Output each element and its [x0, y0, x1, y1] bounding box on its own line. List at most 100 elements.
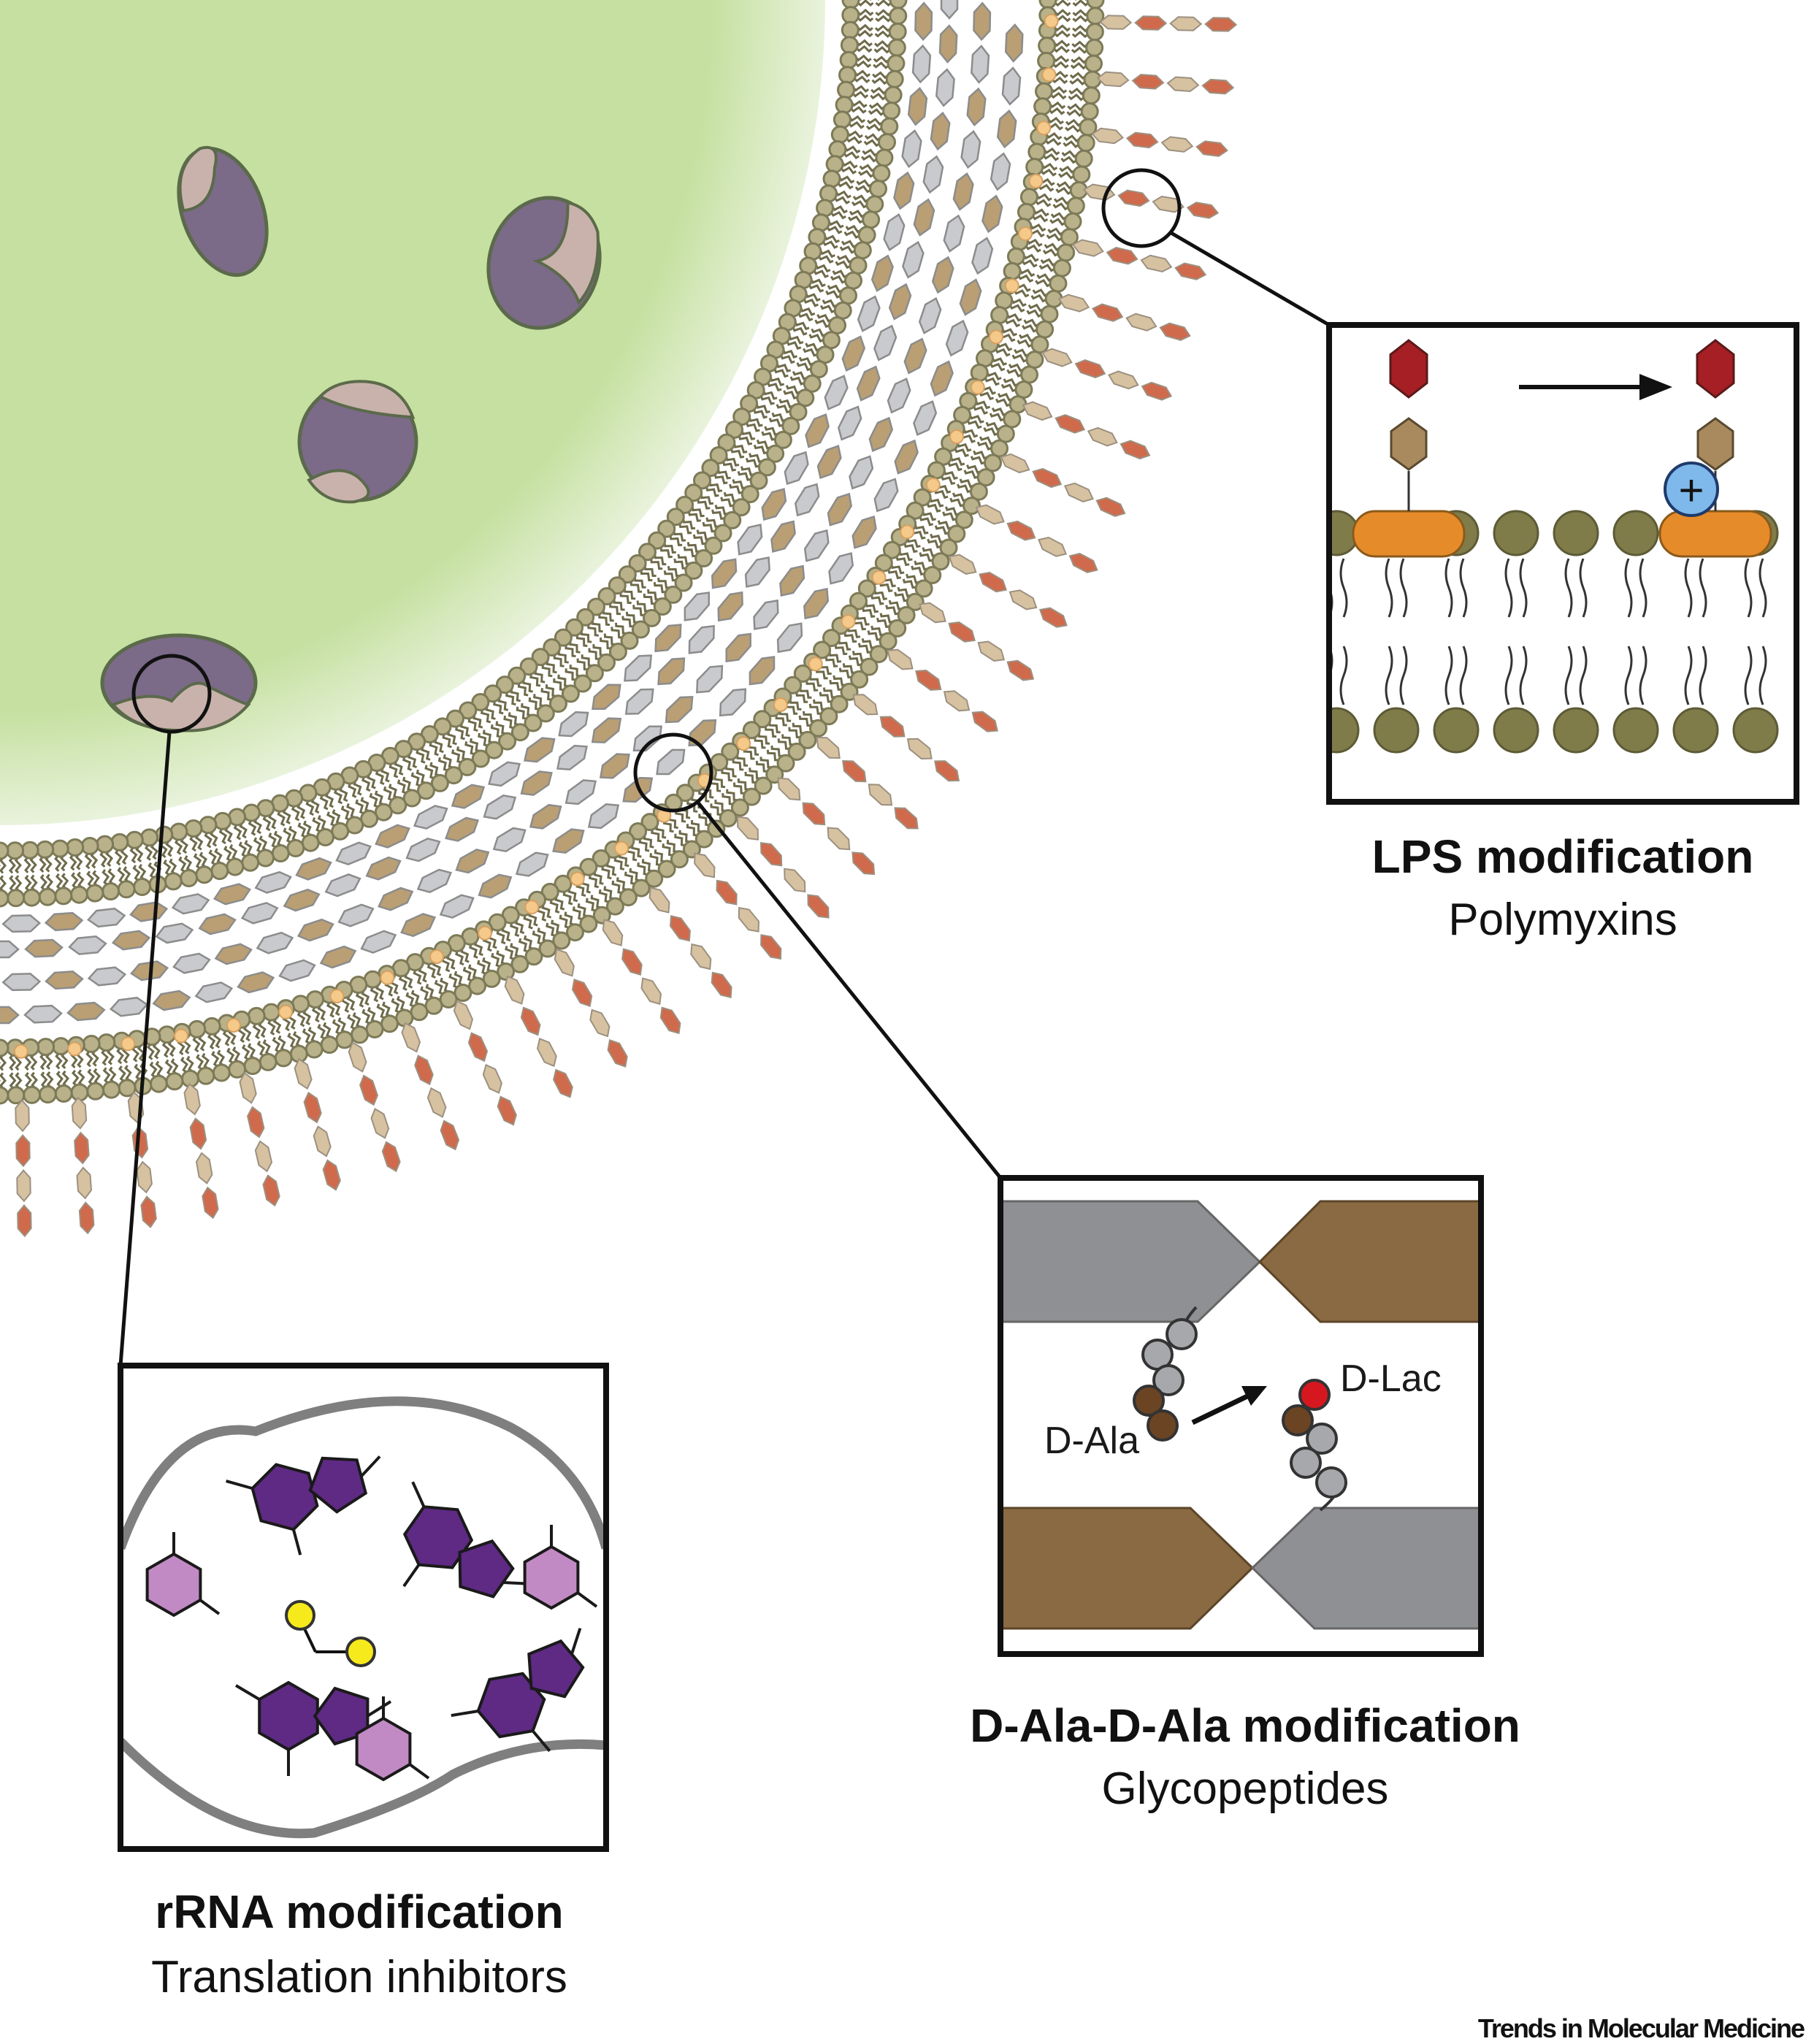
- glycan-unit: [599, 753, 630, 779]
- glycan-unit: [1004, 23, 1024, 63]
- glycan-unit: [213, 883, 252, 906]
- glycan-unit: [776, 622, 803, 654]
- pyrimidine-base: [523, 1525, 598, 1610]
- inner-membrane-lipid: [811, 213, 876, 245]
- positive-charge: [1664, 462, 1719, 517]
- inner-membrane-lipid: [618, 565, 672, 616]
- arrow-head-icon: [1639, 374, 1672, 400]
- glycan-unit: [945, 319, 969, 357]
- glycan-unit: [254, 870, 292, 894]
- glycan-unit: [930, 111, 951, 151]
- glycan-unit: [324, 873, 361, 897]
- purine-base: [451, 1628, 585, 1753]
- glycan-unit: [587, 803, 620, 830]
- inner-membrane-lipid: [242, 803, 275, 868]
- glycan-unit: [455, 849, 490, 874]
- outer-membrane-lipid: [941, 434, 1002, 472]
- lps-chain: [989, 329, 1173, 401]
- glycan-unit: [172, 952, 211, 974]
- glycan-unit: [1001, 66, 1022, 106]
- inner-membrane-lipid: [519, 657, 567, 713]
- inner-membrane-lipid: [326, 772, 364, 835]
- inner-membrane-lipid: [483, 684, 529, 742]
- d-lac-residue: [1298, 1379, 1331, 1411]
- glycan-unit: [828, 552, 854, 585]
- inner-membrane-lipid: [80, 837, 104, 903]
- glycan-unit: [556, 744, 588, 770]
- glycan-unit: [337, 903, 375, 927]
- outer-membrane-lipid: [629, 822, 676, 879]
- inner-membrane-lipid: [759, 354, 822, 393]
- inner-membrane-lipid: [693, 471, 751, 517]
- inner-membrane-lipid: [213, 811, 245, 876]
- inner-membrane-lipid: [471, 693, 517, 751]
- glycan-unit: [591, 717, 622, 743]
- inner-membrane-lipid: [420, 725, 463, 785]
- inner-membrane-lipid: [228, 808, 260, 872]
- lps-chain: [478, 925, 573, 1098]
- stem-peptide-residue: [1315, 1466, 1347, 1498]
- d-ala-label: D-Ala: [1044, 1420, 1139, 1462]
- stem-peptide-residue: [1290, 1447, 1322, 1479]
- rrna-panel-title: rRNA modification: [155, 1886, 563, 1938]
- inner-membrane-lipid: [676, 495, 732, 543]
- glycan-unit: [894, 439, 919, 475]
- outer-membrane-lipid: [784, 675, 838, 726]
- glycan-unit: [365, 856, 402, 881]
- glycan-unit: [913, 198, 935, 237]
- glycan-unit: [1, 973, 42, 992]
- glycan-unit: [654, 624, 682, 653]
- glycan-unit: [111, 930, 151, 951]
- glycan-unit: [873, 324, 898, 361]
- outer-membrane-lipid: [882, 540, 942, 584]
- glycan-unit: [918, 296, 942, 334]
- inner-membrane-lipid: [587, 597, 639, 650]
- glycan-unit: [378, 887, 414, 911]
- glycan-unit: [109, 996, 149, 1017]
- glycan-unit: [451, 784, 486, 809]
- glycan-unit: [930, 360, 954, 397]
- inner-membrane-lipid: [648, 531, 703, 580]
- outer-membrane-lipid: [763, 699, 817, 749]
- outer-membrane-lipid: [528, 890, 571, 950]
- glycan-unit: [1, 914, 42, 933]
- outer-membrane-lipid: [874, 554, 933, 598]
- inner-membrane-lipid: [576, 608, 627, 661]
- outer-membrane-lipid: [1003, 261, 1068, 293]
- outer-membrane-lipid: [753, 710, 806, 761]
- glycan-unit: [952, 172, 974, 211]
- glycan-unit: [400, 913, 437, 938]
- glycan-unit: [893, 171, 915, 210]
- glycan-unit: [717, 591, 743, 622]
- inner-membrane-lipid: [841, 20, 907, 41]
- lps-chain: [808, 657, 960, 782]
- glycan-unit: [360, 930, 397, 954]
- lps-chain: [925, 478, 1098, 573]
- glycan-unit: [478, 873, 513, 899]
- inner-membrane-lipid: [565, 618, 616, 672]
- outer-membrane-lipid: [554, 874, 598, 933]
- rrna-panel-subtitle: Translation inhibitors: [151, 1952, 567, 2002]
- lipid-a: [1352, 510, 1466, 558]
- stem-peptide-residue: [1152, 1364, 1185, 1396]
- inner-membrane-lipid: [841, 6, 908, 26]
- inner-membrane-lipid: [822, 169, 887, 199]
- glycan-unit: [903, 337, 927, 375]
- glycan-unit: [405, 837, 441, 862]
- inner-membrane-lipid: [608, 576, 661, 627]
- positive-charge-symbol: +: [1678, 466, 1704, 515]
- glycan-unit: [439, 894, 475, 919]
- glycan-unit: [492, 827, 527, 853]
- inner-membrane-lipid: [531, 648, 580, 703]
- arrow-line: [1191, 1393, 1249, 1425]
- outer-membrane-lipid: [664, 793, 713, 849]
- glycan-unit: [719, 688, 747, 717]
- glycan-unit: [856, 365, 881, 402]
- glycan-unit: [902, 240, 925, 279]
- glycan-unit: [849, 455, 874, 490]
- glycan-unit: [335, 841, 372, 866]
- inner-membrane-lipid: [299, 784, 334, 846]
- glycan-unit: [296, 918, 334, 942]
- peptidoglycan-strand-grey: [1000, 1200, 1262, 1323]
- inner-membrane-lipid: [340, 766, 379, 828]
